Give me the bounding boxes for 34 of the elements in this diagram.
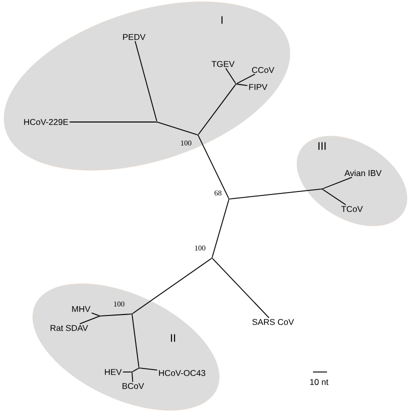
tree-branch [322, 189, 346, 206]
taxon-label: MHV [72, 306, 90, 312]
taxon-label: FIPV [249, 84, 268, 90]
taxon-label: PEDV [123, 34, 146, 40]
tree-branch [212, 200, 230, 258]
tree-branch [230, 188, 322, 200]
taxon-label: SARS CoV [252, 319, 294, 325]
taxon-label: TCoV [341, 206, 363, 212]
taxon-label: CCoV [252, 67, 274, 73]
taxon-label: TGEV [212, 61, 235, 67]
tree-branch [132, 314, 140, 368]
scale-bar: 10 nt [310, 372, 328, 385]
tree-branch [79, 316, 100, 324]
tree-branch [132, 258, 212, 314]
tree-branch [236, 84, 248, 86]
tree-branch [134, 40, 158, 122]
taxon-label: HCoV-OC43 [159, 370, 206, 376]
taxon-label: HCoV-229E [24, 119, 68, 125]
tree-branch [132, 372, 134, 382]
taxon-label: Rat SDAV [50, 325, 88, 331]
tree-branch [132, 368, 139, 372]
tree-branch [158, 122, 198, 136]
tree-branch [198, 84, 236, 135]
tree-branch [322, 176, 352, 190]
tree-branch [236, 74, 256, 84]
tree-branch [140, 368, 158, 371]
taxon-label: BCoV [122, 383, 144, 389]
tree-branch [225, 68, 236, 84]
tree-branch [91, 312, 100, 316]
taxon-label: Avian IBV [344, 170, 382, 176]
tree-branch [100, 314, 132, 316]
tree-branch [212, 258, 270, 318]
tree-branch [198, 135, 230, 199]
taxon-label: HEV [104, 369, 122, 375]
